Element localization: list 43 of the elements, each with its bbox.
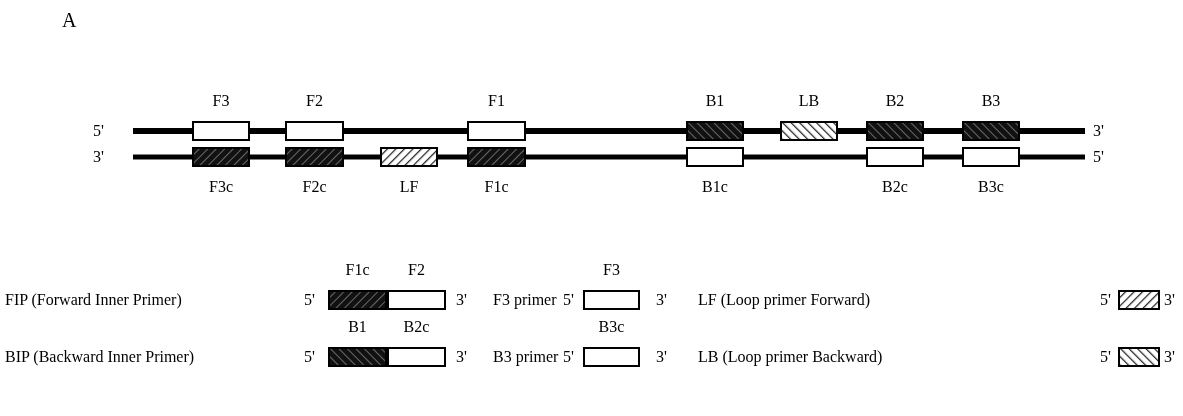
strand-end-label: 3' [656,347,667,367]
region-label: LF [398,177,420,197]
strand-end-label: 5' [563,347,574,367]
region-label: B1c [701,177,729,197]
region-label: F3c [208,177,234,197]
primer-name: LB (Loop primer Backward) [698,347,883,367]
region-label: LB [797,91,821,111]
strand-end-label: 3' [1164,347,1175,367]
strand-end-label: 3' [93,147,104,167]
strand-end-label: 5' [1093,147,1104,167]
region-label: B3 [980,91,1002,111]
region-label: F2 [305,91,324,111]
region-label: B3c [977,177,1005,197]
panel-letter: A [62,10,77,30]
region-label: F3 [211,91,231,111]
region-label: F3 [602,260,621,280]
region-label: F1c [344,260,371,280]
region-label: B1 [347,317,368,337]
region-label: F1c [483,177,510,197]
region-label: B2 [884,91,906,111]
strand-end-label: 5' [1100,347,1111,367]
region-label: F2 [407,260,426,280]
strand-end-label: 3' [456,347,467,367]
region-label: B1 [704,91,726,111]
region-label: B3c [597,317,626,337]
strand-end-label: 3' [1093,121,1104,141]
strand-end-label: 3' [1164,290,1175,310]
strand-end-label: 5' [1100,290,1111,310]
strand-end-label: 5' [93,121,104,141]
strand-end-label: 5' [563,290,574,310]
primer-name: BIP (Backward Inner Primer) [5,347,195,367]
region-label: B2c [402,317,431,337]
primer-name: B3 primer [493,347,559,367]
region-label: B2c [881,177,909,197]
region-label: F2c [301,177,328,197]
strand-end-label: 5' [304,290,315,310]
primer-name: F3 primer [493,290,557,310]
region-label: F1 [487,91,506,111]
strand-end-label: 5' [304,347,315,367]
primer-name: FIP (Forward Inner Primer) [5,290,182,310]
primer-name: LF (Loop primer Forward) [698,290,870,310]
strand-end-label: 3' [456,290,467,310]
strand-end-label: 3' [656,290,667,310]
